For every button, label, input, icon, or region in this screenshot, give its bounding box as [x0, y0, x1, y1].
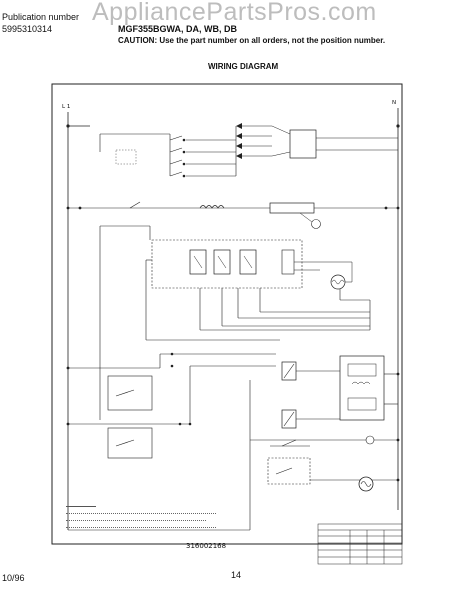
control-terminal-block — [281, 249, 295, 275]
fluorescent-lamp — [269, 202, 315, 214]
neutral-label: N — [392, 100, 396, 106]
diagram-notes — [66, 503, 226, 528]
door-switch — [281, 439, 297, 447]
lock-switch-a — [68, 353, 276, 411]
lock-switch-b — [68, 365, 276, 459]
watermark-text: AppliancePartsPros.com — [92, 0, 377, 26]
control-relays — [189, 249, 257, 275]
diagram-frame — [51, 83, 403, 545]
diagram-part-number: 316002168 — [186, 542, 226, 550]
model-numbers: MGF355BGWA, DA, WB, DB — [118, 24, 238, 34]
lock-motor — [365, 435, 375, 445]
diagram-title: WIRING DIAGRAM — [208, 62, 279, 71]
power-cord-connector-right — [396, 124, 400, 128]
spark-module — [289, 129, 317, 159]
oven-control-box — [151, 239, 303, 289]
footer-date: 10/96 — [2, 573, 25, 583]
ignition-switches — [99, 133, 214, 178]
switch-sequence-table — [317, 523, 403, 565]
ballast-coil — [199, 205, 225, 209]
publication-label: Publication number — [2, 12, 80, 22]
page-number: 14 — [231, 570, 242, 580]
power-cord-connector-left — [66, 124, 70, 128]
temperature-probe — [330, 274, 346, 290]
l1-label: L 1 — [62, 104, 70, 110]
dual-gas-valve — [339, 355, 385, 421]
oven-lamp-switch — [267, 457, 311, 485]
caution-note: CAUTION: Use the part number on all orde… — [118, 36, 386, 45]
spark-wires — [214, 125, 272, 177]
lamp-switch — [129, 201, 141, 209]
lamp-starter — [311, 219, 321, 229]
publication-number: 5995310314 — [2, 24, 53, 34]
